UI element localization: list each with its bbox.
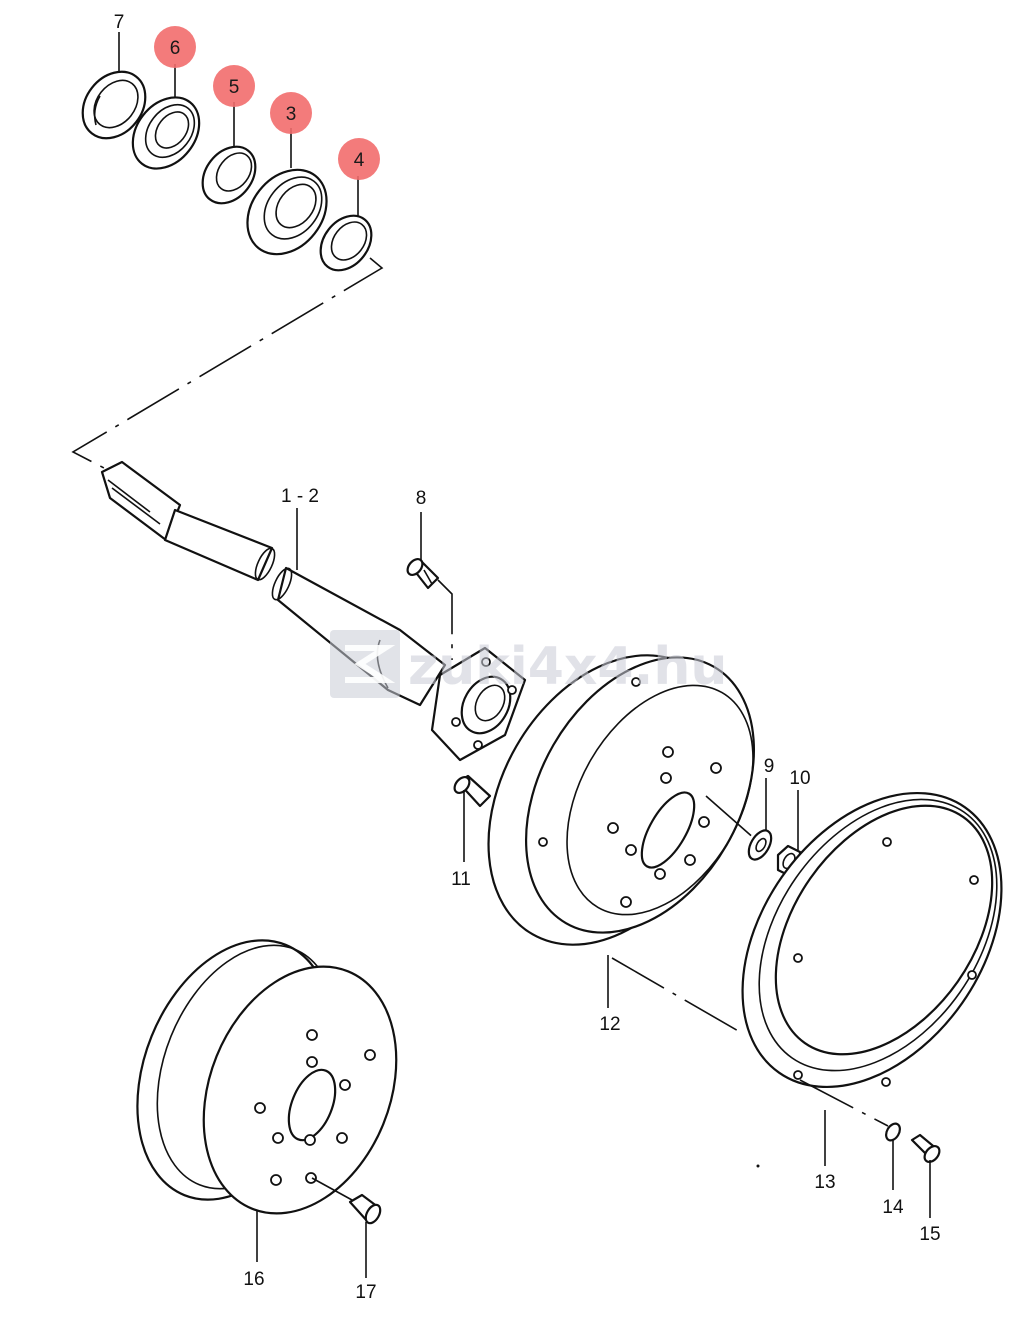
callout-9: 9 <box>764 756 775 777</box>
callout-4: 4 <box>354 150 365 171</box>
part-4-retainer-ring <box>319 214 373 272</box>
part-14-washer <box>885 1122 901 1142</box>
highlight-circle-5 <box>213 65 255 107</box>
drum-plug-centerline <box>311 1177 353 1201</box>
highlight-markers <box>154 26 380 180</box>
suzuki-s-logo-icon <box>330 630 400 698</box>
callout-labels: 7 6 5 3 4 1 - 2 8 9 10 11 12 13 14 15 16… <box>114 12 941 1303</box>
callout-15: 15 <box>919 1224 940 1245</box>
part-15-screw <box>910 1133 941 1163</box>
assembly-centerline-upper <box>71 257 384 469</box>
callout-3: 3 <box>286 104 297 125</box>
callout-13: 13 <box>814 1172 835 1193</box>
part-3-bearing <box>246 168 328 256</box>
callout-16: 16 <box>243 1269 264 1290</box>
watermark-text: zuki4x4.hu <box>408 637 727 697</box>
callout-7: 7 <box>114 12 125 33</box>
callout-17: 17 <box>355 1282 376 1303</box>
part-17-plug <box>348 1193 382 1225</box>
callout-8: 8 <box>416 488 427 509</box>
highlight-circle-4 <box>338 138 380 180</box>
watermark: zuki4x4.hu <box>330 630 727 698</box>
part-6-bearing <box>131 96 201 170</box>
part-5-ring <box>201 145 257 205</box>
part-9-washer <box>747 829 773 861</box>
leader-lines <box>118 32 931 1278</box>
part-13-dust-ring <box>741 791 1003 1089</box>
callout-1-2: 1 - 2 <box>281 486 319 507</box>
part-7-oil-seal <box>81 70 147 140</box>
callout-11: 11 <box>451 869 471 890</box>
callout-6: 6 <box>170 38 181 59</box>
part-16-brake-drum <box>136 939 398 1215</box>
callout-5: 5 <box>229 77 240 98</box>
callout-12: 12 <box>599 1014 620 1035</box>
bolt-8-centerline <box>437 579 453 660</box>
stray-dot <box>756 1164 760 1168</box>
stud-centerline <box>705 795 757 841</box>
plate-ring-centerline <box>611 957 741 1033</box>
highlight-circle-3 <box>270 92 312 134</box>
highlight-circle-6 <box>154 26 196 68</box>
callout-14: 14 <box>882 1197 904 1218</box>
callout-10: 10 <box>789 768 810 789</box>
part-11-bolt <box>453 774 492 808</box>
screw-centerline <box>799 1079 889 1127</box>
part-8-bolt <box>406 558 440 590</box>
part-12-brake-backing-plate <box>487 654 756 946</box>
